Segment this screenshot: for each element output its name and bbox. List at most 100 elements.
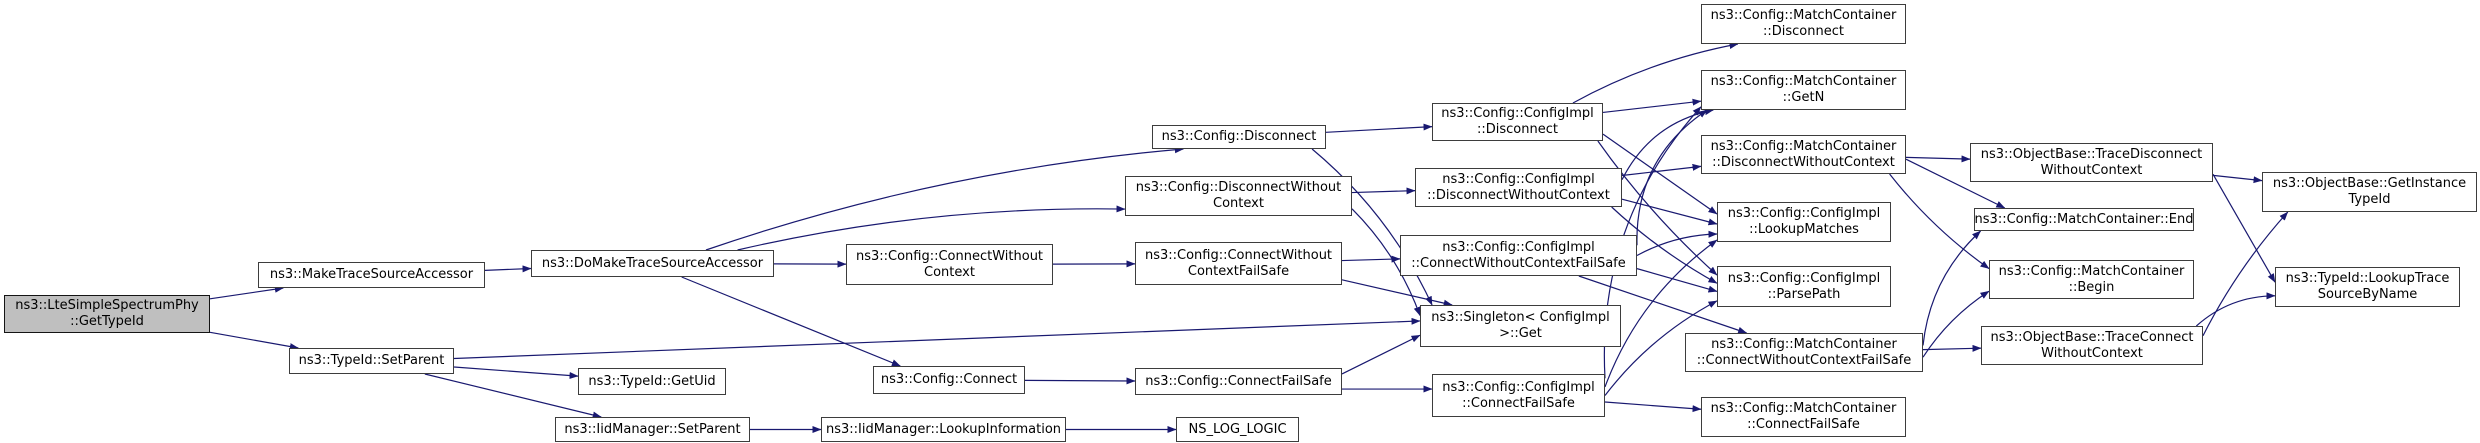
graph-node-label: ns3::Config::ConfigImpl — [1441, 106, 1594, 121]
edge-ciconwofs-mcconwofs — [1578, 275, 1748, 334]
graph-node-domtsa[interactable]: ns3::DoMakeTraceSourceAccessor — [531, 250, 774, 277]
graph-node-label: ::DisconnectWithoutContext — [1427, 187, 1610, 203]
graph-node-label: WithoutContext — [2040, 162, 2143, 178]
graph-node-label: ::Disconnect — [1477, 122, 1558, 137]
graph-node-label: ns3::Config::MatchContainer — [1710, 401, 1897, 416]
edge-mcdiswo-tdiswo — [1905, 155, 1971, 163]
graph-node-ciparse[interactable]: ns3::Config::ConfigImpl::ParsePath — [1717, 266, 1891, 307]
edge-cidis-mcgetn — [1602, 98, 1702, 114]
graph-node-label: SourceByName — [2317, 287, 2418, 302]
graph-node-label: ns3::Config::Disconnect — [1161, 129, 1317, 144]
graph-node-label: NS_LOG_LOGIC — [1188, 421, 1287, 437]
graph-node-mcgetn[interactable]: ns3::Config::MatchContainer::GetN — [1701, 70, 1906, 110]
graph-node-label: ::GetTypeId — [70, 314, 144, 329]
graph-node-label: ::ConnectFailSafe — [1747, 417, 1860, 432]
edge-domtsa-cdiswo — [737, 205, 1126, 251]
edge-cidis-cilookup — [1602, 133, 1718, 215]
graph-node-mcbegin[interactable]: ns3::Config::MatchContainer::Begin — [1989, 260, 2194, 299]
graph-node-mcdis[interactable]: ns3::Config::MatchContainer::Disconnect — [1701, 4, 1906, 44]
edge-ciconfs-mcconfs — [1604, 401, 1702, 413]
graph-node-cidis[interactable]: ns3::Config::ConfigImpl::Disconnect — [1432, 103, 1603, 141]
edge-ciconwofs-mcgetn — [1636, 109, 1708, 246]
edge-tconwo-lookuptrace — [2195, 292, 2276, 327]
edge-root-mtsa — [209, 285, 284, 300]
graph-node-label: WithoutContext — [2041, 345, 2143, 361]
graph-node-label: ns3::ObjectBase::TraceDisconnect — [1980, 146, 2203, 162]
graph-node-label: ns3::Config::DisconnectWithout — [1135, 180, 1342, 195]
graph-node-label: ns3::Config::MatchContainer — [1710, 74, 1897, 89]
edge-cdis-cidis — [1325, 123, 1433, 133]
edge-root-setparent — [209, 331, 299, 350]
graph-node-cidiswo[interactable]: ns3::Config::ConfigImpl::DisconnectWitho… — [1415, 168, 1622, 207]
graph-node-ciconfs[interactable]: ns3::Config::ConfigImpl::ConnectFailSafe — [1432, 374, 1605, 417]
edge-cconfs-singget — [1341, 334, 1421, 375]
graph-node-label: ns3::Config::ConnectFailSafe — [1145, 373, 1332, 389]
edge-setparent-singget — [453, 317, 1421, 360]
graph-node-label: ::LookupMatches — [1749, 222, 1859, 237]
edge-setparent-iidsetparent — [424, 373, 602, 419]
graph-node-label: ::ConnectWithoutContextFailSafe — [1696, 352, 1912, 368]
graph-node-label: ::ConnectWithoutContextFailSafe — [1411, 255, 1626, 271]
edge-domtsa-cdis — [705, 146, 1184, 251]
graph-node-getuid[interactable]: ns3::TypeId::GetUid — [578, 368, 726, 395]
graph-node-label: ns3::LteSimpleSpectrumPhy — [15, 298, 199, 313]
edge-ciconfs-cilookup — [1604, 239, 1718, 388]
graph-node-ciconwofs[interactable]: ns3::Config::ConfigImpl::ConnectWithoutC… — [1400, 235, 1637, 276]
graph-node-iidsetparent[interactable]: ns3::IidManager::SetParent — [555, 417, 750, 442]
graph-node-label: ::Disconnect — [1763, 24, 1844, 39]
graph-node-cdis[interactable]: ns3::Config::Disconnect — [1152, 125, 1326, 149]
graph-node-mtsa[interactable]: ns3::MakeTraceSourceAccessor — [258, 262, 485, 288]
graph-node-label: Context — [1213, 196, 1264, 211]
graph-node-label: ns3::IidManager::LookupInformation — [825, 421, 1062, 437]
graph-node-label: ns3::TypeId::LookupTrace — [2285, 271, 2450, 286]
graph-node-root: ns3::LteSimpleSpectrumPhy::GetTypeId — [4, 295, 210, 333]
graph-node-mcconwofs[interactable]: ns3::Config::MatchContainer::ConnectWith… — [1685, 333, 1923, 372]
edge-cidiswo-mcdiswo — [1621, 163, 1702, 177]
edge-ciconwofs-ciparse — [1636, 268, 1718, 293]
graph-node-mcconfs[interactable]: ns3::Config::MatchContainer::ConnectFail… — [1701, 397, 1906, 437]
graph-node-mcend[interactable]: ns3::Config::MatchContainer::End — [1974, 208, 2194, 231]
graph-node-ccon[interactable]: ns3::Config::Connect — [873, 366, 1025, 394]
graph-node-setparent[interactable]: ns3::TypeId::SetParent — [289, 348, 454, 374]
edge-cconwofs-singget — [1341, 279, 1453, 307]
graph-node-label: ContextFailSafe — [1187, 263, 1290, 279]
graph-node-label: ns3::ObjectBase::GetInstance — [2272, 176, 2467, 191]
edge-ciconfs-ciparse — [1604, 300, 1718, 396]
graph-node-label: ::ConnectFailSafe — [1462, 395, 1575, 411]
edge-tconwo-getinst — [2202, 211, 2289, 337]
graph-node-label: TypeId — [2348, 192, 2391, 207]
graph-node-label: ::GetN — [1782, 90, 1825, 105]
graph-node-nslog[interactable]: NS_LOG_LOGIC — [1176, 417, 1299, 442]
edge-mtsa-domtsa — [484, 265, 532, 273]
edge-cidiswo-ciparse — [1611, 206, 1718, 284]
graph-node-label: ::DisconnectWithoutContext — [1712, 154, 1895, 170]
edge-mcdiswo-mcbegin — [1889, 173, 1990, 270]
edge-ciconwofs-cilookup — [1636, 230, 1718, 257]
graph-node-singget[interactable]: ns3::Singleton< ConfigImpl>::Get — [1420, 305, 1621, 347]
graph-node-iidlookup[interactable]: ns3::IidManager::LookupInformation — [821, 417, 1066, 442]
edge-mcdiswo-mcend — [1905, 158, 2006, 209]
graph-node-label: ::Begin — [2068, 279, 2115, 295]
edge-cidis-mcdis — [1572, 42, 1739, 104]
graph-node-label: ns3::Config::ConfigImpl — [1442, 379, 1595, 395]
graph-node-label: ns3::TypeId::SetParent — [298, 353, 445, 368]
graph-node-label: ns3::Config::ConfigImpl — [1727, 206, 1881, 221]
graph-node-label: ::ParsePath — [1767, 286, 1841, 302]
graph-node-label: ns3::Config::MatchContainer — [1710, 138, 1897, 154]
graph-node-label: ns3::Config::MatchContainer::End — [1974, 211, 2194, 227]
graph-node-label: ns3::ObjectBase::TraceConnect — [1990, 329, 2194, 345]
graph-node-cconfs[interactable]: ns3::Config::ConnectFailSafe — [1135, 368, 1342, 395]
graph-node-mcdiswo[interactable]: ns3::Config::MatchContainer::DisconnectW… — [1701, 135, 1906, 174]
edge-cdiswo-cidiswo — [1351, 187, 1416, 195]
graph-node-label: ns3::Config::MatchContainer — [1710, 8, 1897, 23]
graph-node-cilookup[interactable]: ns3::Config::ConfigImpl::LookupMatches — [1717, 202, 1891, 242]
